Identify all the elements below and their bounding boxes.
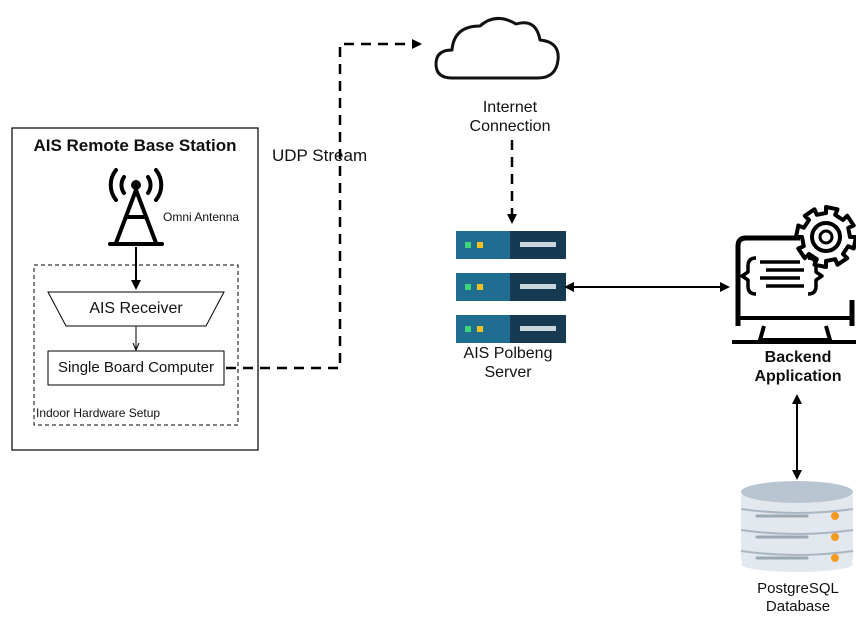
db-led	[831, 512, 839, 520]
db-led	[831, 554, 839, 562]
db-top	[741, 481, 853, 503]
db-body	[741, 492, 853, 564]
udp-stream-link	[226, 39, 422, 370]
server-led-green	[465, 284, 471, 290]
cloud-icon	[434, 17, 560, 80]
db-band	[740, 529, 854, 535]
gear-hub	[818, 229, 834, 245]
db-band	[740, 550, 854, 556]
base-station-title: AIS Remote Base Station	[33, 136, 237, 155]
antenna-label: Omni Antenna	[163, 210, 240, 224]
database-icon	[740, 481, 854, 572]
receiver-label: AIS Receiver	[89, 300, 183, 317]
cloud-label-line2: Connection	[469, 118, 551, 136]
udp-stream-label: UDP Stream	[272, 146, 368, 165]
backend-label-line1: Backend	[764, 349, 832, 366]
gear-icon	[794, 205, 856, 269]
server-label: AIS Polbeng Server	[446, 344, 570, 382]
cloud-label-line1: Internet	[482, 99, 538, 116]
server-label-line1: AIS Polbeng	[463, 345, 553, 362]
backend-computer-icon	[732, 235, 856, 344]
db-band	[740, 508, 854, 514]
cloud-label: Internet Connection	[448, 98, 572, 136]
database-label-line1: PostgreSQL	[757, 580, 839, 597]
backend-label: Backend Application	[736, 348, 856, 386]
server-slot	[520, 242, 556, 247]
antenna-icon	[108, 168, 164, 246]
db-led	[831, 533, 839, 541]
server-led-yellow	[477, 242, 483, 248]
base-station-box	[11, 127, 259, 451]
server-led-yellow	[477, 284, 483, 290]
server-slot	[520, 326, 556, 331]
gear-ring	[810, 221, 842, 253]
server-label-line2: Server	[484, 364, 532, 382]
database-label: PostgreSQL Database	[736, 580, 856, 616]
server-gap	[456, 259, 566, 273]
sbc-block[interactable]	[47, 350, 225, 386]
server-led-green	[465, 326, 471, 332]
indoor-label: Indoor Hardware Setup	[36, 406, 161, 420]
db-bottom	[741, 556, 853, 572]
server-gap	[456, 301, 566, 315]
backend-label-line2: Application	[754, 368, 842, 386]
server-icon	[456, 231, 566, 343]
sbc-label: Single Board Computer	[58, 359, 214, 376]
server-slot	[520, 284, 556, 289]
server-led-yellow	[477, 326, 483, 332]
gear-outline	[794, 205, 856, 269]
ais-receiver-block[interactable]	[47, 291, 225, 327]
database-label-line2: Database	[765, 598, 831, 615]
server-led-green	[465, 242, 471, 248]
